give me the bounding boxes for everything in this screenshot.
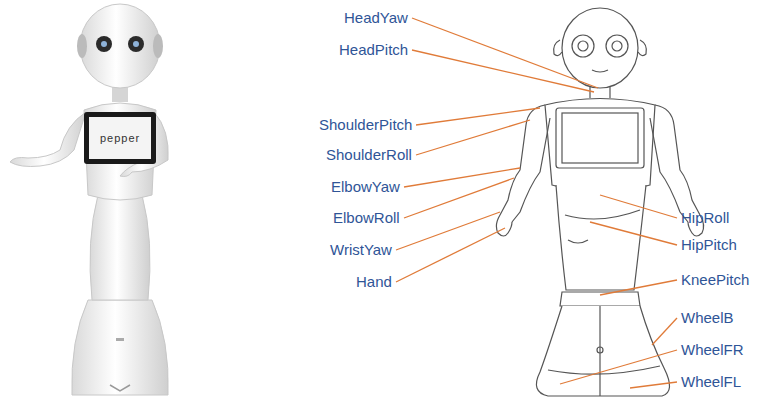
joint-label: ShoulderRoll	[326, 146, 412, 164]
joint-label: WheelFR	[681, 341, 744, 359]
robot-photo	[10, 4, 168, 395]
leader-lines	[396, 18, 677, 388]
screen-text: pepper	[100, 132, 140, 145]
joint-label: HeadYaw	[344, 9, 408, 27]
joint-label: HeadPitch	[339, 41, 408, 59]
joint-label: ElbowYaw	[331, 178, 400, 196]
joint-label: HipPitch	[681, 236, 737, 254]
joint-label: ShoulderPitch	[319, 116, 412, 134]
joint-label: KneePitch	[681, 271, 749, 289]
joint-label: WristYaw	[330, 241, 392, 259]
robot-line-drawing	[496, 8, 703, 396]
joint-label: HipRoll	[681, 209, 729, 227]
joint-label: ElbowRoll	[333, 209, 400, 227]
joint-label: WheelB	[681, 309, 734, 327]
joint-label: Hand	[356, 273, 392, 291]
joint-label: WheelFL	[681, 373, 741, 391]
